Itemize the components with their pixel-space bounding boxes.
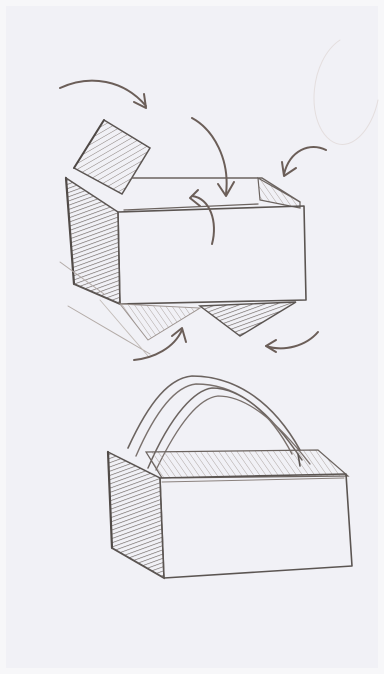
top-box-flap xyxy=(74,120,150,194)
top-box-left-panel xyxy=(66,178,120,304)
arrow-icon xyxy=(282,147,326,176)
arrow-icon xyxy=(190,190,214,244)
bottom-box-left-panel xyxy=(108,452,164,578)
top-box-sketch xyxy=(60,120,306,356)
faint-circle-sketch xyxy=(314,40,378,144)
top-box-bottom-flap xyxy=(200,302,296,336)
arrow-icon xyxy=(266,332,318,352)
bottom-box-front-face xyxy=(160,474,352,578)
top-box-front-face xyxy=(118,206,306,304)
arrow-icon xyxy=(60,81,146,108)
bottom-box-sketch xyxy=(108,376,352,578)
box-handle xyxy=(128,376,300,450)
arrow-icon xyxy=(192,118,234,196)
